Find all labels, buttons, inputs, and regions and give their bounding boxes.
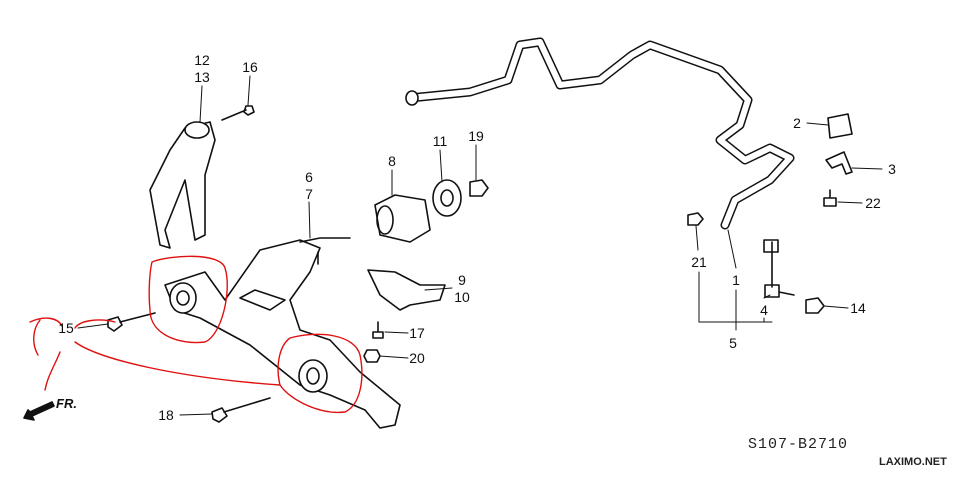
front-direction-label: FR. — [56, 396, 77, 411]
rear-bushing — [298, 359, 328, 393]
part-label-16[interactable]: 16 — [242, 59, 258, 75]
part-label-5[interactable]: 5 — [729, 335, 737, 351]
red-circle-front-bushing — [148, 255, 228, 344]
diagram-code: S107-B2710 — [748, 436, 849, 453]
rear-bushing-core — [306, 367, 320, 385]
bushing-11-core — [440, 189, 454, 207]
red-annotations — [29, 255, 363, 414]
part-label-21[interactable]: 21 — [691, 254, 707, 270]
end-link — [763, 239, 795, 298]
part-label-1[interactable]: 1 — [732, 272, 740, 288]
bolt-16 — [221, 105, 255, 121]
part-label-14[interactable]: 14 — [850, 300, 866, 316]
stabilizer-bar-end — [405, 90, 419, 106]
bolt-15 — [107, 312, 156, 332]
nut-14 — [805, 297, 825, 314]
arm-cutout — [239, 289, 286, 311]
bushing-2 — [827, 113, 853, 139]
nut-19 — [469, 179, 489, 197]
part-label-11[interactable]: 11 — [432, 133, 448, 149]
bushing-11 — [432, 179, 462, 217]
watermark: LAXIMO.NET — [879, 456, 947, 468]
part-label-8[interactable]: 8 — [388, 153, 396, 169]
part-label-3[interactable]: 3 — [888, 161, 896, 177]
nut-20 — [363, 349, 381, 363]
red-circle-rear-bushing — [277, 333, 363, 414]
bracket-9 — [367, 269, 446, 311]
ball-joint — [299, 237, 351, 265]
bushing-8 — [374, 194, 431, 243]
nut-21 — [687, 212, 704, 226]
part-label-9[interactable]: 9 — [458, 272, 466, 288]
front-bushing — [169, 282, 197, 314]
part-label-22[interactable]: 22 — [865, 195, 881, 211]
red-scribble-left — [29, 317, 63, 391]
part-label-12[interactable]: 12 — [194, 52, 210, 68]
fork-top — [184, 121, 210, 139]
red-stroke-lower — [74, 341, 281, 386]
front-bushing-core — [176, 290, 190, 306]
part-label-19[interactable]: 19 — [468, 128, 484, 144]
bolt-17 — [372, 321, 384, 339]
clamp-3 — [825, 151, 853, 175]
bolt-22 — [823, 189, 837, 207]
part-label-15[interactable]: 15 — [58, 320, 74, 336]
bushing-8-face — [376, 205, 394, 235]
stabilizer-bar-inner — [407, 39, 793, 228]
bolt-18 — [211, 397, 271, 423]
part-label-20[interactable]: 20 — [409, 350, 425, 366]
part-label-2[interactable]: 2 — [793, 115, 801, 131]
lower-control-arm — [164, 239, 401, 429]
part-label-18[interactable]: 18 — [158, 407, 174, 423]
leader-lines — [77, 75, 883, 416]
part-label-13[interactable]: 13 — [194, 69, 210, 85]
part-label-7[interactable]: 7 — [305, 186, 313, 202]
part-label-6[interactable]: 6 — [305, 169, 313, 185]
front-arrow-icon — [23, 401, 55, 421]
part-label-4[interactable]: 4 — [760, 302, 768, 318]
red-stroke-upper — [74, 319, 116, 329]
leader-line-set — [77, 75, 883, 416]
part-label-17[interactable]: 17 — [409, 325, 425, 341]
group-bracket-5 — [698, 271, 773, 331]
part-label-10[interactable]: 10 — [454, 289, 470, 305]
fork — [149, 121, 216, 249]
